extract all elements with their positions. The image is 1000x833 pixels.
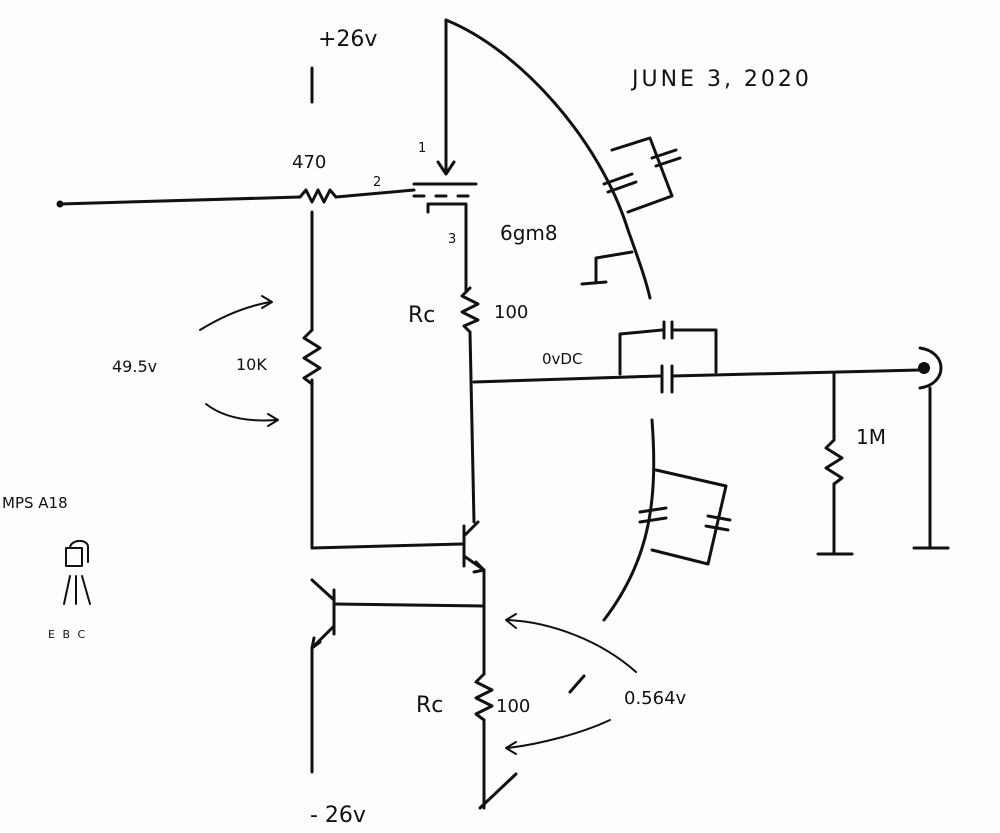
annotation-arrows bbox=[199, 295, 637, 755]
tube-name-label: 6gm8 bbox=[500, 221, 558, 245]
upper-rc-value: 100 bbox=[494, 302, 528, 323]
tube-symbol bbox=[412, 18, 652, 300]
upper-rc-label: Rc bbox=[408, 303, 435, 328]
lower-rc-label: Rc bbox=[416, 693, 443, 718]
transistor-pins-label: E B C bbox=[48, 628, 87, 641]
date-label: JUNE 3, 2020 bbox=[630, 67, 812, 92]
lower-rc-value: 100 bbox=[496, 696, 530, 717]
upper-collector-wire bbox=[468, 330, 476, 524]
bias-voltage-label: 49.5v bbox=[112, 357, 157, 376]
grid-resistor-value: 470 bbox=[292, 152, 326, 173]
transistor-package-icon bbox=[63, 540, 91, 605]
tube-pin-2-label: 2 bbox=[373, 175, 381, 190]
upper-transistor-icon bbox=[310, 520, 486, 574]
input-wire bbox=[56, 188, 416, 208]
transistor-part-label: MPS A18 bbox=[2, 494, 68, 512]
output-jack-icon bbox=[912, 346, 950, 550]
output-resistor-value: 1M bbox=[856, 425, 886, 449]
emitter-voltage-label: 0.564v bbox=[624, 688, 687, 709]
upper-rc-resistor bbox=[460, 286, 480, 334]
tube-pin-3-label: 3 bbox=[448, 232, 456, 247]
positive-supply-label: +26v bbox=[318, 27, 377, 52]
lower-capacitor-network bbox=[602, 418, 732, 622]
bias-resistor-value: 10K bbox=[236, 355, 267, 374]
upper-capacitor-network bbox=[580, 136, 682, 286]
tube-pin-1-label: 1 bbox=[418, 141, 426, 156]
output-network bbox=[472, 320, 922, 556]
bias-resistor bbox=[302, 328, 322, 386]
lower-rc-resistor bbox=[474, 568, 586, 810]
negative-supply-label: - 26v bbox=[310, 803, 366, 828]
lower-transistor-icon bbox=[310, 578, 486, 650]
output-dc-label: 0vDC bbox=[542, 350, 582, 368]
